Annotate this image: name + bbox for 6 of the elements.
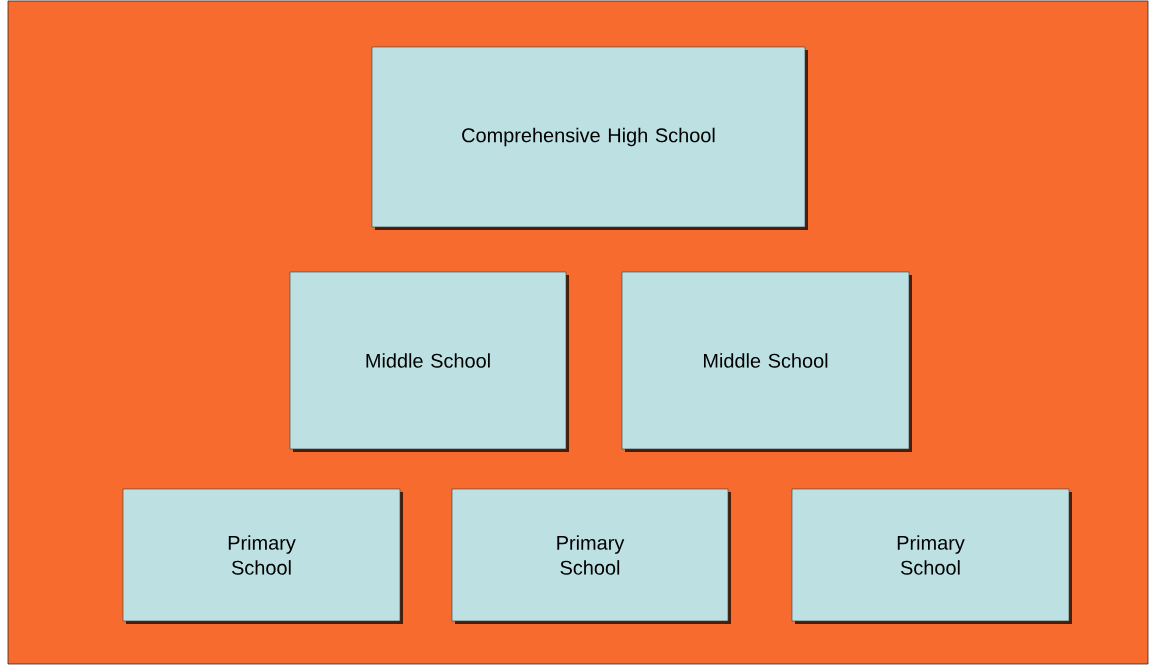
school-box: Comprehensive High School xyxy=(371,46,808,230)
school-box: Primary School xyxy=(122,488,403,624)
school-box: Middle School xyxy=(289,271,569,452)
school-box: Middle School xyxy=(621,271,912,452)
school-box: Primary School xyxy=(451,488,731,624)
school-box: Primary School xyxy=(791,488,1072,624)
